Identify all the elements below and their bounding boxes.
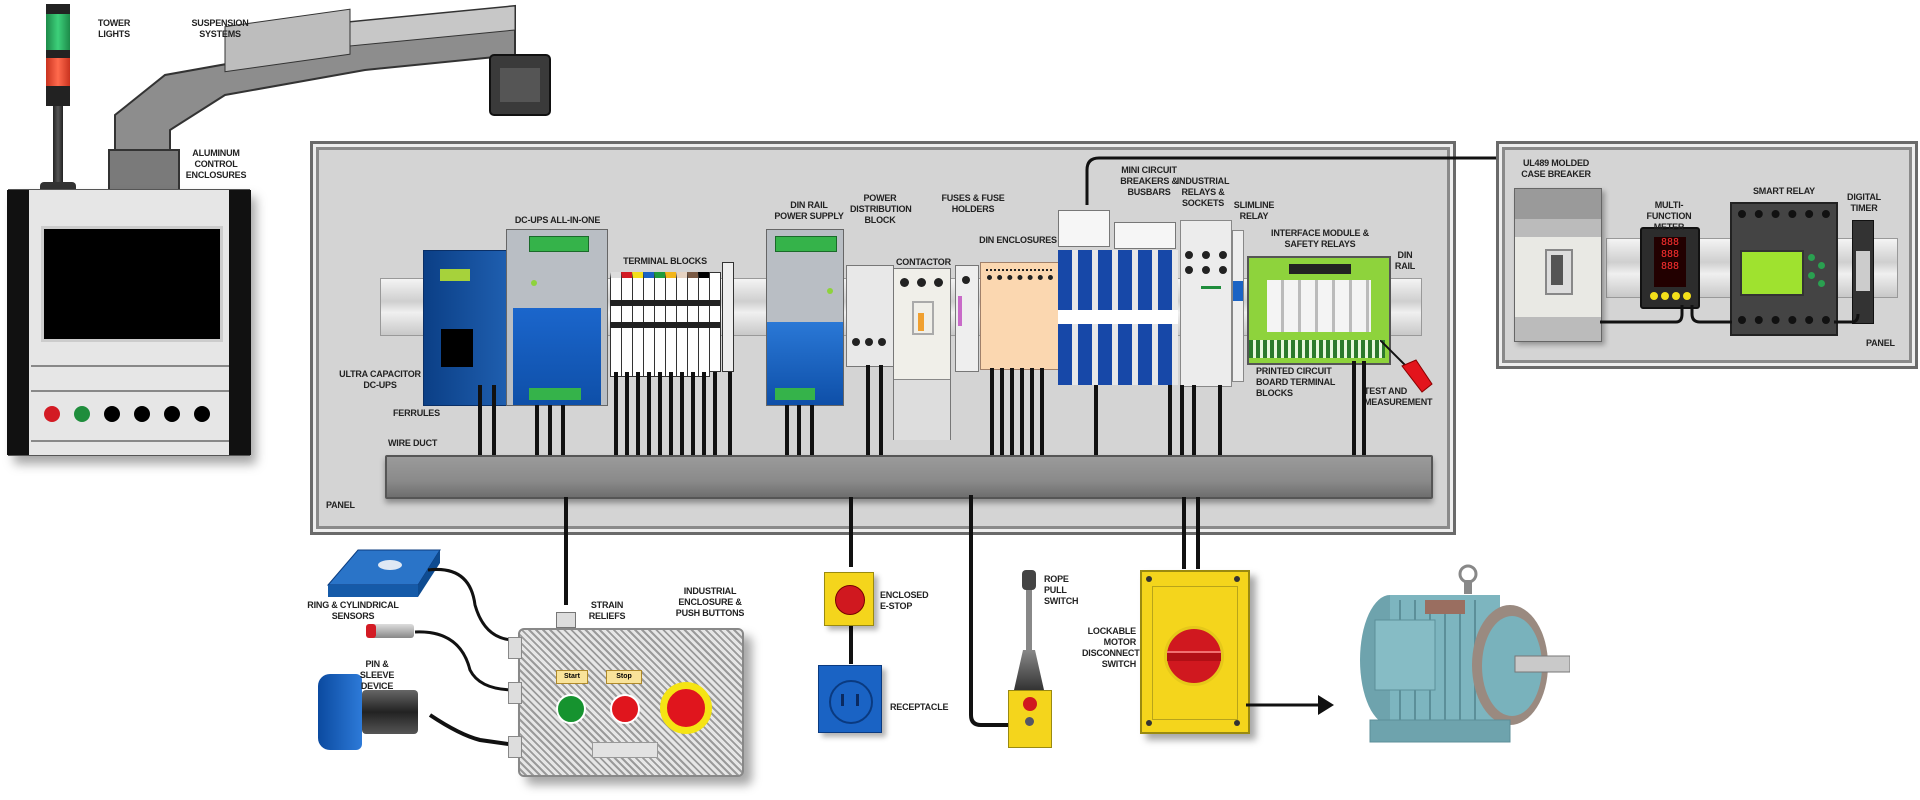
- ring-sensors-label: Ring & Cylindrical Sensors: [307, 600, 399, 621]
- stop-label-plate: Stop: [606, 670, 642, 684]
- interconnect-cable: [1085, 156, 1497, 205]
- disconnect-handle: [1164, 626, 1224, 686]
- electric-motor: [1360, 564, 1570, 743]
- test-probe: [1380, 340, 1433, 393]
- meter-label: Multi-Function Meter: [1646, 200, 1692, 232]
- relays-label: Industrial Relays & Sockets: [1176, 176, 1230, 208]
- mini-circuit-breakers: [1058, 210, 1178, 385]
- black-button-3: [164, 406, 180, 422]
- slimline-label: Slimline Relay: [1233, 200, 1275, 221]
- black-button-1: [104, 406, 120, 422]
- receptacle-label: Receptacle: [890, 702, 949, 712]
- wire-duct: [385, 455, 1433, 499]
- power-distribution-block: [846, 265, 894, 367]
- pin-sleeve-label: Pin & Sleeve Device: [359, 659, 395, 691]
- drop-wire-estop: [849, 497, 853, 567]
- test-label: Test and Measurement: [1364, 386, 1433, 407]
- emergency-stop-button: [660, 682, 712, 734]
- fuse-holders: [955, 265, 979, 372]
- arrow-to-motor: [1246, 695, 1334, 715]
- wire-duct-label: Wire Duct: [388, 438, 438, 448]
- contactor: [893, 268, 951, 440]
- drop-wire-rope-pull: [969, 495, 1016, 727]
- receptacle: [818, 665, 882, 733]
- drop-wire-receptacle: [849, 626, 853, 664]
- hmi-screen: [41, 226, 223, 342]
- ultracap-dcups: [423, 250, 509, 406]
- ring-sensor: [326, 549, 441, 597]
- industrial-enclosure: Start Stop: [518, 628, 744, 777]
- dcups-label: DC-UPS All-in-One: [514, 215, 601, 225]
- suspension-arm: [108, 4, 551, 191]
- din-enclosures-label: DIN Enclosures: [979, 235, 1057, 245]
- pin-sleeve-device: [318, 674, 448, 750]
- motor-disconnect-switch: [1140, 570, 1250, 734]
- fuses-label: Fuses & Fuse Holders: [941, 193, 1005, 214]
- dcups-all-in-one: [506, 229, 608, 406]
- suspension-systems-label: Suspension Systems: [191, 18, 249, 39]
- start-pushbutton: [556, 694, 586, 724]
- din-enclosures: [980, 262, 1060, 370]
- right-panel-label: Panel: [1866, 338, 1895, 348]
- interface-module: [1247, 256, 1391, 365]
- drop-wire-disconnect-2: [1196, 497, 1200, 569]
- cylindrical-sensor: [366, 624, 414, 638]
- interface-label: Interface Module & Safety Relays: [1271, 228, 1369, 249]
- drop-wire-disconnect-1: [1182, 497, 1186, 569]
- industrial-relays: [1180, 220, 1232, 387]
- tower-lights-label: Tower Lights: [97, 18, 131, 39]
- aluminum-enclosure: [7, 189, 251, 456]
- ferrules-label: Ferrules: [393, 408, 440, 418]
- digital-timer: [1852, 220, 1874, 324]
- breaker-label: UL489 Molded Case Breaker: [1521, 158, 1591, 179]
- aluminum-enclosures-label: Aluminum Control Enclosures: [185, 148, 247, 180]
- timer-label: Digital Timer: [1847, 192, 1881, 213]
- enclosed-estop: [824, 572, 874, 626]
- slimline-relay: [1232, 230, 1244, 382]
- green-indicator-button: [74, 406, 90, 422]
- black-button-4: [194, 406, 210, 422]
- rope-pull-label: Rope Pull Switch: [1044, 574, 1079, 606]
- strain-relief: [556, 612, 576, 628]
- stop-pushbutton: [610, 694, 640, 724]
- terminal-blocks-label: Terminal Blocks: [623, 256, 707, 266]
- disconnect-label: Lockable Motor Disconnect Switch: [1082, 626, 1140, 669]
- dinrail-ps-label: DIN Rail Power Supply: [774, 200, 844, 221]
- right-panel-wiring: [1600, 305, 1860, 324]
- estop-label: Enclosed E-Stop: [880, 590, 929, 611]
- mcb-label: Mini Circuit Breakers & Busbars: [1120, 165, 1178, 197]
- rope-pull-switch: [1006, 570, 1052, 748]
- sensor-cables: [414, 567, 516, 747]
- tower-light: [40, 4, 76, 190]
- red-indicator-button: [44, 406, 60, 422]
- dinrail-power-supply: [766, 229, 844, 406]
- terminal-blocks: [610, 262, 740, 377]
- ultracap-label: Ultra Capacitor DC-UPS: [339, 369, 421, 390]
- industrial-enclosure-label: Industrial Enclosure & Push Buttons: [675, 586, 745, 618]
- din-rail-label: DIN Rail: [1394, 250, 1416, 271]
- drop-wire-enclosure: [564, 497, 568, 605]
- pdb-label: Power Distribution Block: [850, 193, 912, 225]
- contactor-label: Contactor: [896, 257, 951, 267]
- molded-case-breaker: [1514, 188, 1602, 342]
- main-panel-label: Panel: [326, 500, 355, 510]
- black-button-2: [134, 406, 150, 422]
- smart-relay: [1730, 202, 1838, 336]
- strain-reliefs-label: Strain Reliefs: [588, 600, 626, 621]
- pcb-tb-label: Printed Circuit Board Terminal Blocks: [1256, 366, 1336, 398]
- start-label-plate: Start: [556, 670, 588, 684]
- smart-relay-label: Smart Relay: [1753, 186, 1815, 196]
